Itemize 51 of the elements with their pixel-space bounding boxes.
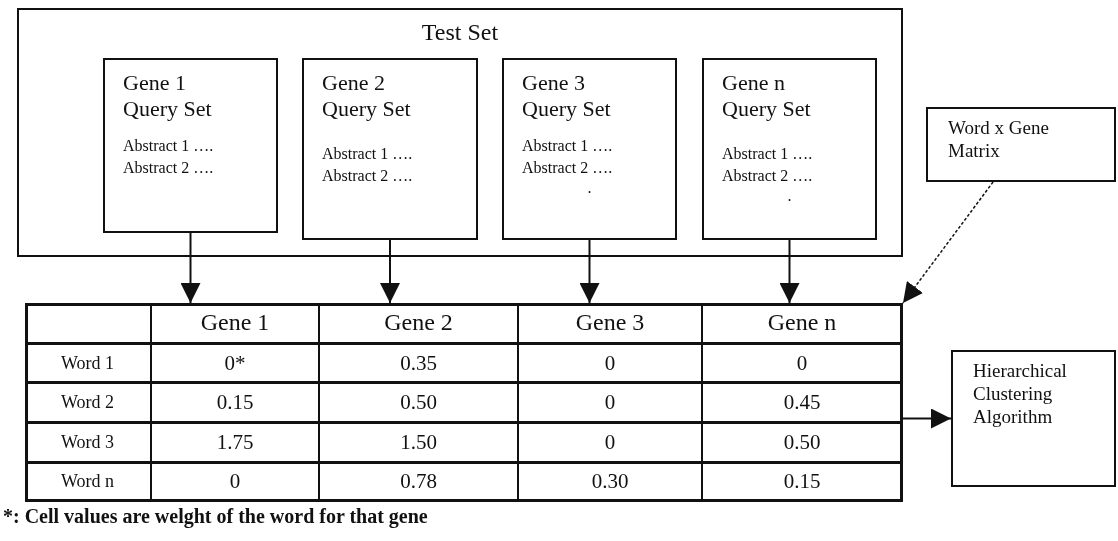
- box-text: Hierarchical Clustering Algorithm: [972, 359, 1068, 429]
- box-title: Gene 2 Query Set: [321, 69, 412, 123]
- table-cell: 0*: [152, 345, 320, 384]
- box-title: Gene 3 Query Set: [521, 69, 612, 123]
- arrow: [902, 181, 994, 304]
- arrow: [902, 408, 952, 429]
- container-box: [17, 8, 903, 257]
- box-body: Abstract 1 …. Abstract 2 ….: [122, 135, 215, 179]
- table-cell: 0.30: [519, 464, 703, 502]
- table-cell: 0.35: [320, 345, 519, 384]
- table-cell: 0.50: [320, 384, 519, 424]
- box-body: Abstract 1 …. Abstract 2 ….: [321, 143, 414, 187]
- ellipsis-dot: .: [586, 179, 593, 196]
- box-body: Abstract 1 …. Abstract 2 ….: [721, 143, 814, 187]
- table-cell: 0.15: [703, 464, 903, 502]
- table-cell: 0: [519, 384, 703, 424]
- arrow: [579, 239, 600, 304]
- table-cell: 1.50: [320, 424, 519, 464]
- table-cell: 0.15: [152, 384, 320, 424]
- process-box: [951, 350, 1116, 487]
- box-title: Gene n Query Set: [721, 69, 812, 123]
- container-title: Test Set: [420, 18, 500, 47]
- process-box: [926, 107, 1116, 182]
- table-cell: 0: [703, 345, 903, 384]
- table-cell: 0: [519, 424, 703, 464]
- column-header: Gene n: [703, 303, 903, 345]
- row-header: Word 1: [25, 345, 152, 384]
- column-header: Gene 3: [519, 303, 703, 345]
- column-header: Gene 2: [320, 303, 519, 345]
- row-header: Word 3: [25, 424, 152, 464]
- table-cell: 0: [152, 464, 320, 502]
- table-cell: 0.78: [320, 464, 519, 502]
- ellipsis-dot: .: [786, 187, 793, 204]
- arrow: [779, 239, 800, 304]
- column-header: Gene 1: [152, 303, 320, 345]
- table-cell: 0.45: [703, 384, 903, 424]
- arrow: [180, 232, 201, 304]
- box-text: Word x Gene Matrix: [947, 116, 1050, 163]
- process-box: [103, 58, 278, 233]
- process-box: [702, 58, 877, 240]
- footnote: *: Cell values are welght of the word for that gene: [3, 505, 428, 528]
- table-cell: 1.75: [152, 424, 320, 464]
- box-body: Abstract 1 …. Abstract 2 ….: [521, 135, 614, 179]
- box-title: Gene 1 Query Set: [122, 69, 213, 123]
- table-cell: 0: [519, 345, 703, 384]
- table-cell: 0.50: [703, 424, 903, 464]
- row-header: Word n: [25, 464, 152, 502]
- arrow: [380, 239, 400, 304]
- row-header: Word 2: [25, 384, 152, 424]
- process-box: [502, 58, 677, 240]
- process-box: [302, 58, 478, 240]
